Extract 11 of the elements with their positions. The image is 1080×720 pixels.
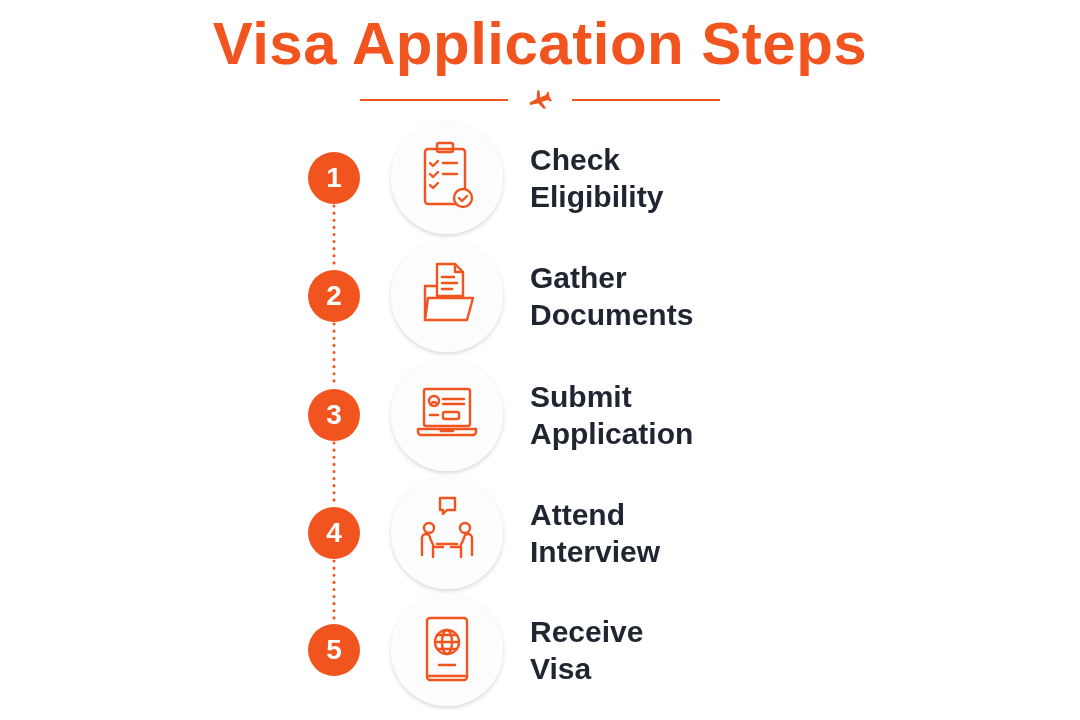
step-number-circle: 3 (308, 389, 360, 441)
step-number-circle: 1 (308, 152, 360, 204)
step-title: Check Eligibility (530, 142, 664, 215)
step-title: Receive Visa (530, 614, 644, 687)
step-number-circle: 5 (308, 624, 360, 676)
step-number-circle: 4 (308, 507, 360, 559)
step-number-circle: 2 (308, 270, 360, 322)
step-title: Submit Application (530, 379, 694, 452)
title: Visa Application Steps (211, 10, 869, 78)
step-title: Gather Documents (530, 260, 694, 333)
step-title: Attend Interview (530, 497, 661, 570)
